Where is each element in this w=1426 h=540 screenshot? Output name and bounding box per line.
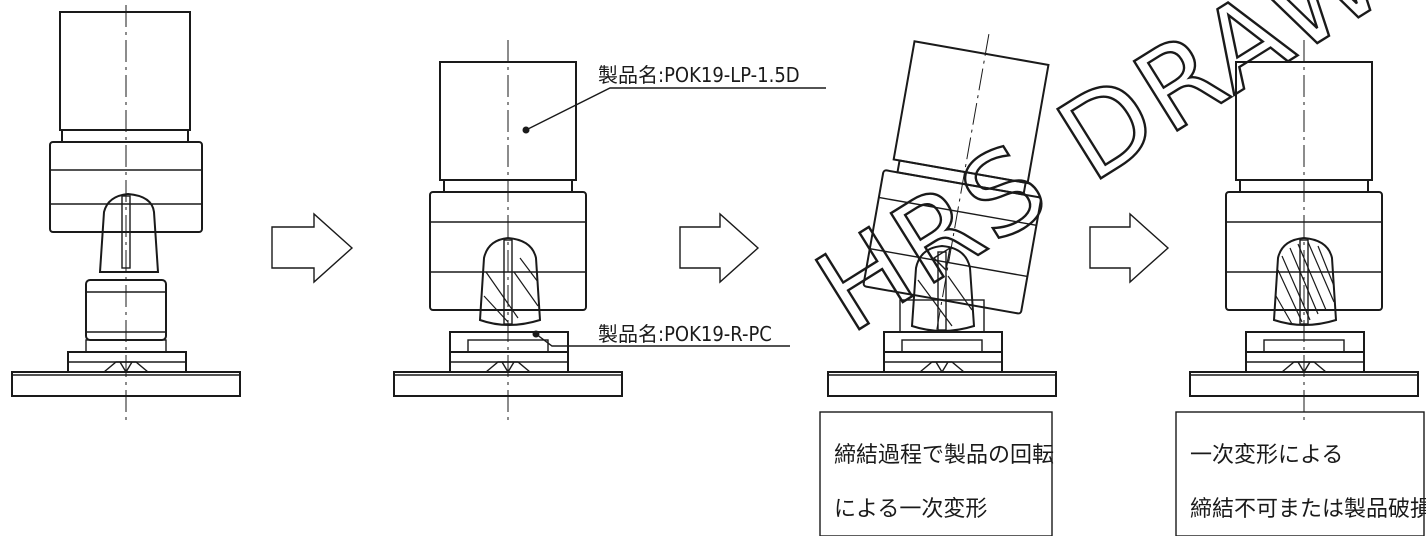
note-step3-line2: による一次変形	[834, 497, 987, 522]
note-step3-line1: 締結過程で製品の回転	[834, 443, 1054, 468]
step1-assembly	[11, 5, 241, 422]
note-step4-line2: 締結不可または製品破損	[1190, 497, 1426, 522]
right-block-arrow-icon	[679, 212, 760, 284]
right-block-arrow-icon	[1089, 212, 1170, 284]
note-step4-line1: 一次変形による	[1190, 443, 1343, 468]
watermark: HRS DRAWING	[795, 0, 1426, 358]
label-plug: 製品名:POK19-LP-1.5D	[598, 63, 800, 87]
note-box-step3: 締結過程で製品の回転 による一次変形	[819, 411, 1054, 537]
step2-assembly	[393, 40, 826, 420]
step3-assembly	[827, 34, 1057, 397]
label-receptacle: 製品名:POK19-R-PC	[598, 322, 772, 346]
step4-assembly	[1189, 40, 1419, 420]
note-box-step4: 一次変形による 締結不可または製品破損	[1175, 411, 1426, 537]
right-block-arrow-icon	[271, 212, 354, 284]
